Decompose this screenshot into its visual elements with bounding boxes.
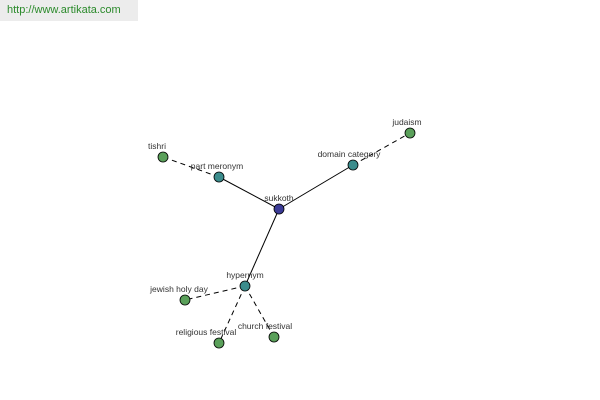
node-sukkoth[interactable]: sukkoth (264, 193, 294, 215)
node-circle-judaism[interactable] (404, 127, 416, 139)
node-circle-jewish-holy-day[interactable] (179, 294, 191, 306)
node-religious-festival[interactable]: religious festival (176, 327, 237, 349)
node-circle-domain-category[interactable] (347, 159, 359, 171)
node-label-domain-category[interactable]: domain category (318, 149, 382, 159)
node-judaism[interactable]: judaism (391, 117, 422, 139)
edge-sukkoth-to-hypernym (244, 208, 280, 287)
node-church-festival[interactable]: church festival (238, 321, 292, 343)
node-circle-tishri[interactable] (157, 151, 169, 163)
node-label-sukkoth[interactable]: sukkoth (264, 193, 294, 203)
node-label-jewish-holy-day[interactable]: jewish holy day (149, 284, 208, 294)
edge-hypernym-to-religious-festival (218, 285, 246, 344)
edge-hypernym-to-church-festival (244, 285, 275, 338)
node-jewish-holy-day[interactable]: jewish holy day (149, 284, 209, 306)
edge-sukkoth-to-domain-category (278, 164, 354, 210)
edge-sukkoth-to-part-meronym (218, 176, 280, 210)
nodes-layer: sukkoth part meronym domain category hypern… (148, 117, 422, 349)
edge-domain-category-to-judaism (352, 132, 411, 166)
node-label-hypernym[interactable]: hypernym (226, 270, 263, 280)
node-label-religious-festival[interactable]: religious festival (176, 327, 237, 337)
edge-part-meronym-to-tishri (162, 156, 220, 178)
node-domain-category[interactable]: domain category (318, 149, 382, 171)
node-label-tishri[interactable]: tishri (148, 141, 166, 151)
node-tishri[interactable]: tishri (148, 141, 169, 163)
site-url-banner[interactable]: http://www.artikata.com (0, 0, 138, 21)
node-circle-religious-festival[interactable] (213, 337, 225, 349)
node-circle-church-festival[interactable] (268, 331, 280, 343)
node-label-judaism[interactable]: judaism (391, 117, 421, 127)
edge-hypernym-to-jewish-holy-day (184, 285, 246, 301)
node-label-church-festival[interactable]: church festival (238, 321, 292, 331)
edges-layer (162, 132, 411, 344)
node-circle-part-meronym[interactable] (213, 171, 225, 183)
node-circle-hypernym[interactable] (239, 280, 251, 292)
node-label-part-meronym[interactable]: part meronym (191, 161, 243, 171)
node-part-meronym[interactable]: part meronym (191, 161, 243, 183)
node-circle-sukkoth[interactable] (273, 203, 285, 215)
node-hypernym[interactable]: hypernym (226, 270, 264, 292)
